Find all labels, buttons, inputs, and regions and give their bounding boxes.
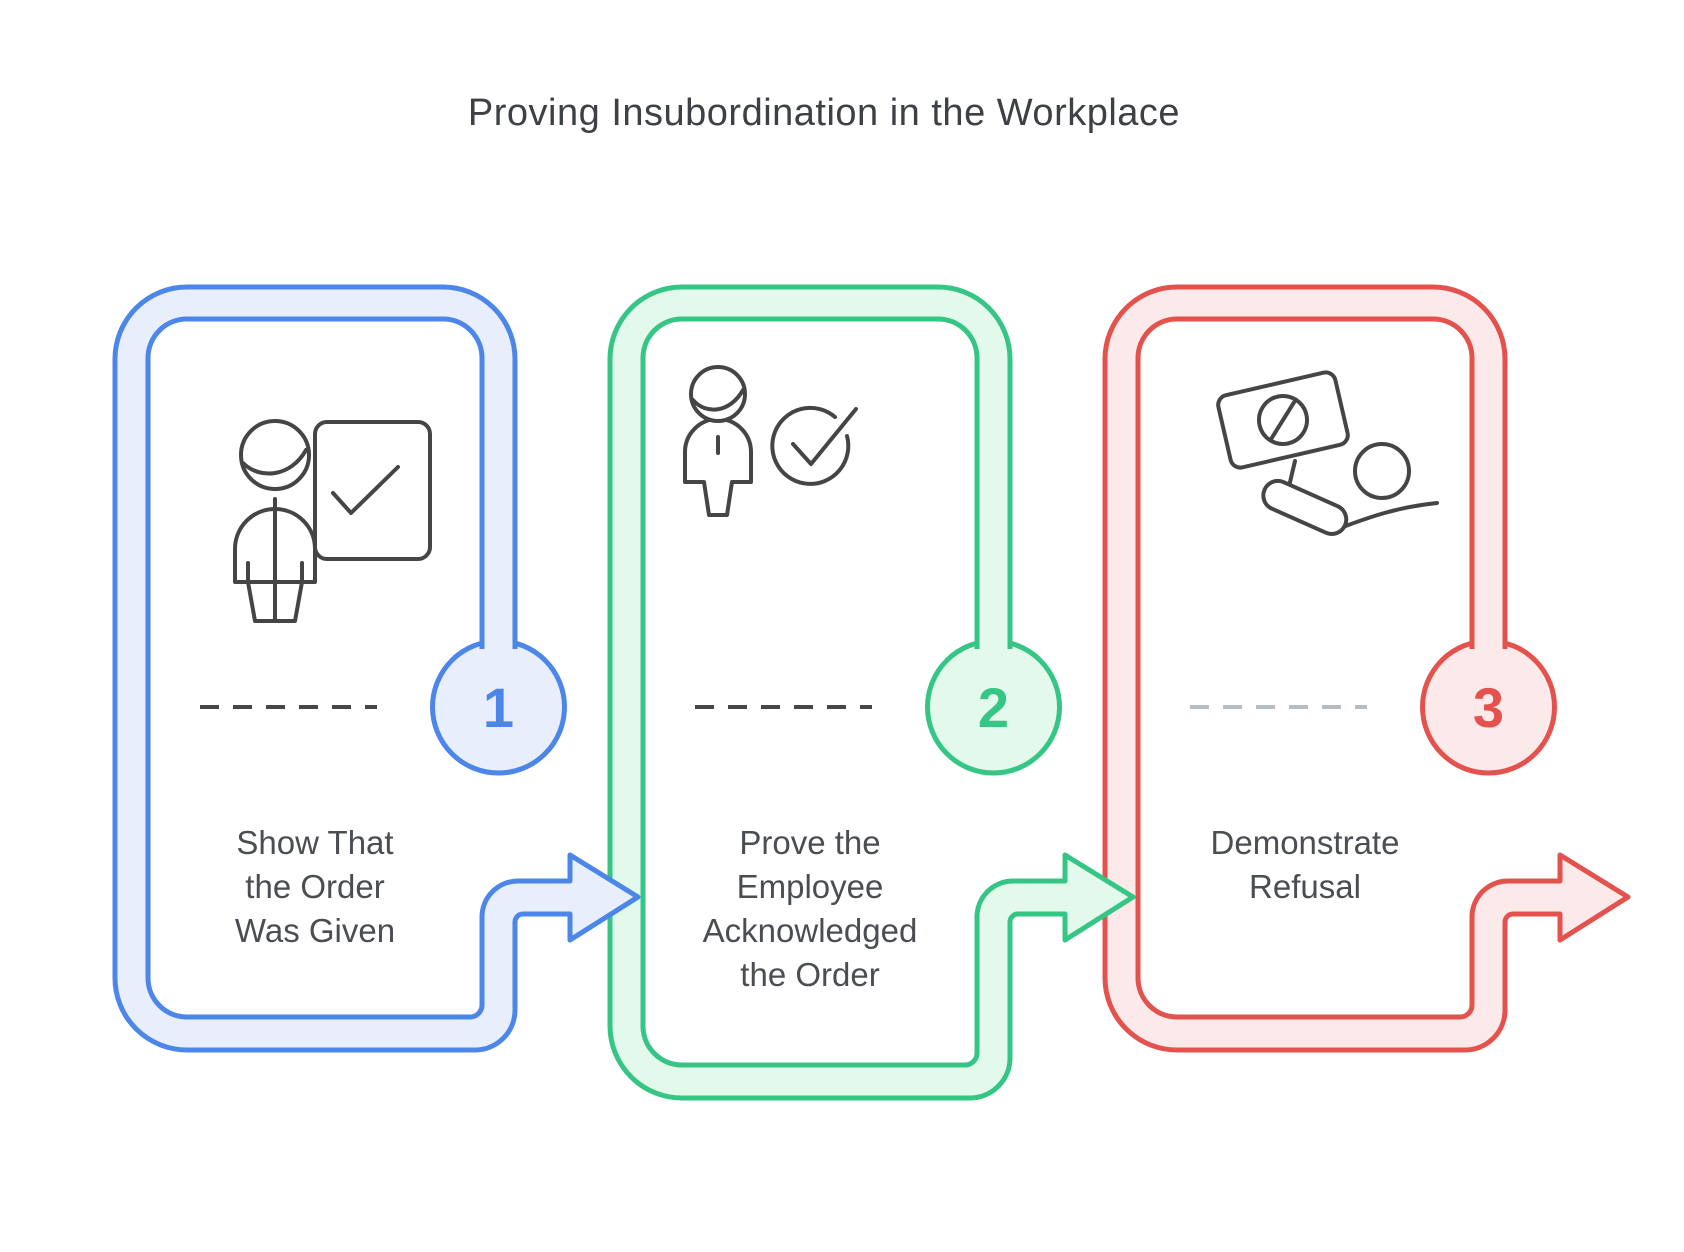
step-3-number: 3: [1473, 676, 1504, 739]
step-1-border-arrow: [112, 284, 641, 1053]
step-3-border-arrow: [1102, 284, 1631, 1053]
step-1-number: 1: [483, 676, 514, 739]
step-3-label: Demonstrate Refusal: [1210, 824, 1400, 905]
step-1-label: Show That the Order Was Given: [234, 824, 396, 949]
step-card-3: 3 Demonstrate Refusal: [1102, 284, 1665, 1117]
step-2-number: 2: [978, 676, 1009, 739]
diagram-title: Proving Insubordination in the Workplace: [467, 92, 1181, 134]
person-check-circle-icon: [683, 365, 858, 517]
step-2-label: Prove the Employee Acknowledged the Orde…: [702, 824, 918, 993]
step-2-border-arrow: [607, 284, 1136, 1101]
presenter-board-check-icon: [233, 419, 432, 623]
step-card-2: 2 Prove the Employee Acknowledged the Or…: [607, 284, 1170, 1117]
step-card-1: 1 Show That the Order Was Given: [112, 284, 675, 1117]
protest-sign-hand-icon: [1216, 370, 1439, 536]
